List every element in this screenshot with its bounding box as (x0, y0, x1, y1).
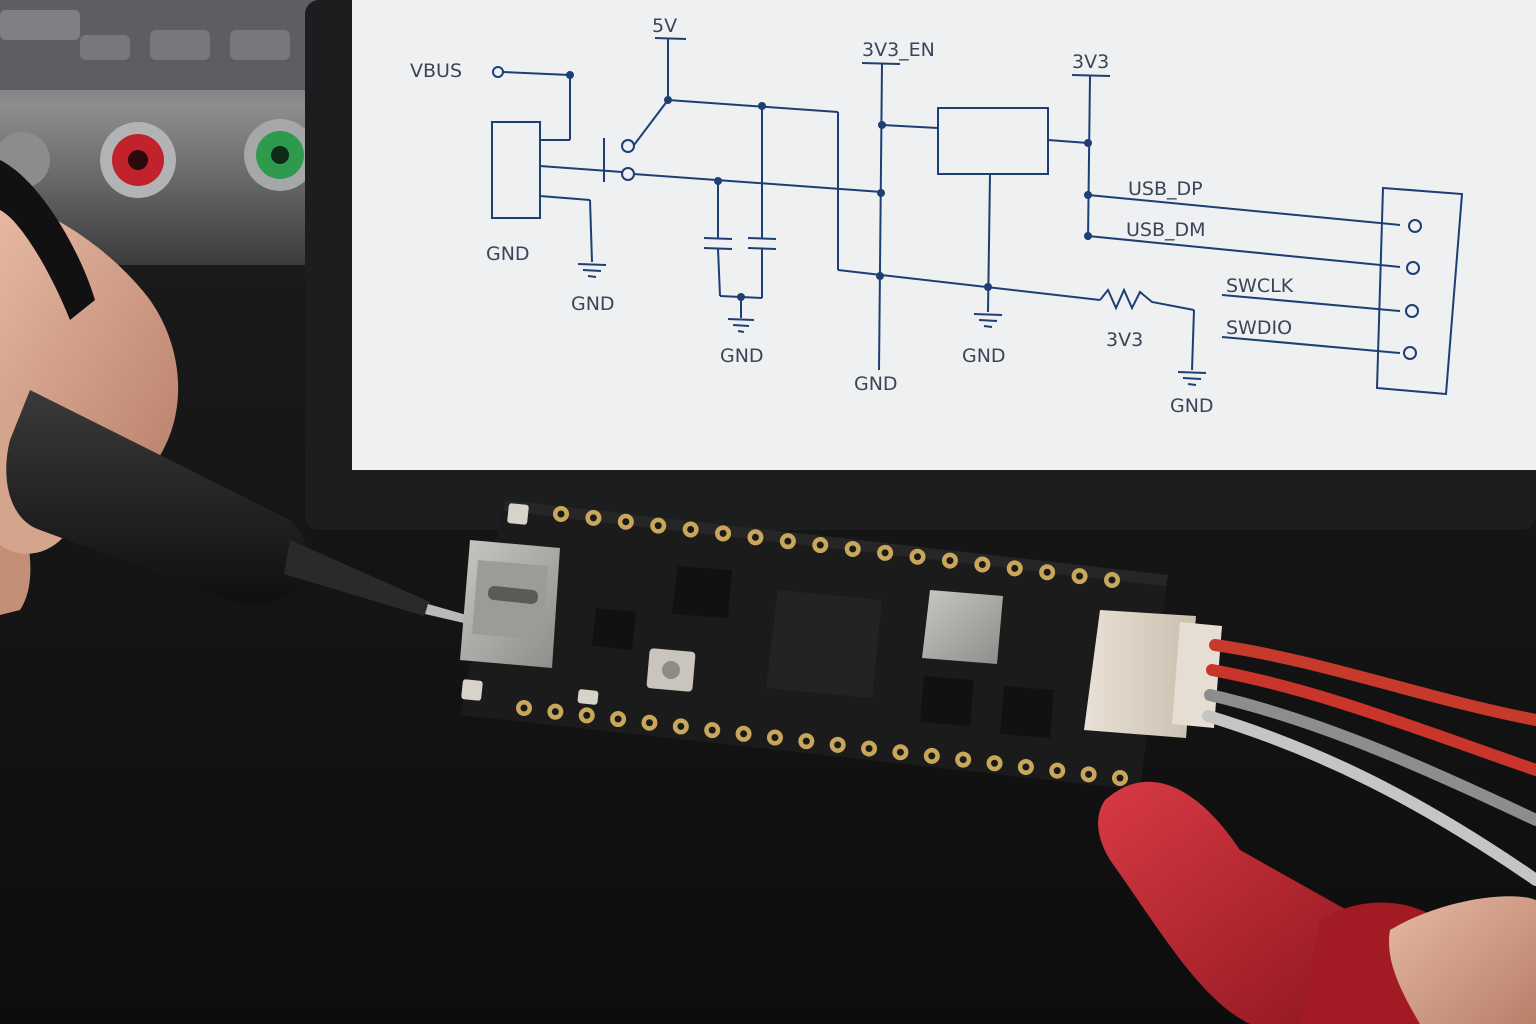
label-usb-dm: USB_DM (1126, 219, 1206, 241)
header-pad-hole (1076, 572, 1084, 580)
header-pad-hole (1108, 576, 1116, 584)
wires (1202, 639, 1536, 886)
header-pad-hole (654, 522, 662, 530)
header-pad-hole (784, 537, 792, 545)
header-pad-hole (914, 553, 922, 561)
label-gnd-3: GND (720, 345, 764, 367)
small-ic-4 (592, 608, 636, 650)
header-pad-hole (1022, 763, 1030, 771)
header-pad-hole (740, 730, 748, 738)
header-pad-hole (896, 748, 904, 756)
header-pad-hole (771, 733, 779, 741)
label-usb-dp: USB_DP (1128, 178, 1203, 200)
label-gnd-6: GND (1170, 395, 1214, 417)
label-3v3: 3V3 (1072, 51, 1109, 73)
microcontroller-board (460, 500, 1168, 790)
monitor (305, 0, 1536, 530)
bench-power-supply (0, 0, 340, 265)
header-pad-hole (589, 514, 597, 522)
header-pad-hole (928, 752, 936, 760)
label-swclk: SWCLK (1226, 275, 1294, 297)
crystal-can (922, 590, 1003, 664)
header-pad-hole (751, 533, 759, 541)
monitor-screen (352, 0, 1536, 470)
header-pad-hole (1116, 774, 1124, 782)
header-pad-hole (719, 529, 727, 537)
small-ic-3 (1000, 686, 1054, 738)
header-pad-hole (622, 518, 630, 526)
schematic-junctions (566, 71, 1092, 301)
header-pad-hole (1011, 564, 1019, 572)
header-pad-hole (687, 526, 695, 534)
header-pad-hole (583, 711, 591, 719)
header-pads (516, 506, 1128, 786)
label-gnd-1: GND (486, 243, 530, 265)
mcu-chip (766, 590, 882, 698)
label-5v: 5V (652, 15, 677, 37)
label-resistor-3v3: 3V3 (1106, 329, 1143, 351)
header-pad-hole (802, 737, 810, 745)
header-pad-hole (1085, 770, 1093, 778)
header-pad-hole (865, 745, 873, 753)
label-vbus: VBUS (410, 60, 462, 82)
header-pad-hole (645, 719, 653, 727)
header-pad-hole (881, 549, 889, 557)
schematic-labels: VBUS 5V 3V3_EN 3V3 USB_DP USB_DM SWCLK S… (410, 15, 1294, 417)
header-pad-hole (614, 715, 622, 723)
header-pad-hole (557, 510, 565, 518)
label-gnd-5: GND (962, 345, 1006, 367)
header-pad-hole (959, 756, 967, 764)
small-ic-1 (672, 566, 732, 618)
header-pad-hole (1043, 568, 1051, 576)
label-swdio: SWDIO (1226, 317, 1292, 339)
right-hand (1389, 896, 1536, 1024)
label-gnd-4: GND (854, 373, 898, 395)
header-pad-hole (551, 708, 559, 716)
header-pad-hole (677, 722, 685, 730)
header-pad-hole (1053, 767, 1061, 775)
black-probe (0, 160, 470, 624)
small-ic-2 (920, 676, 974, 726)
header-pad-hole (816, 541, 824, 549)
header-pad-hole (978, 560, 986, 568)
header-pad-hole (520, 704, 528, 712)
header-pad-hole (849, 545, 857, 553)
jst-connector (1084, 610, 1222, 738)
header-pad-hole (834, 741, 842, 749)
header-pad-hole (708, 726, 716, 734)
header-pad-hole (946, 557, 954, 565)
label-3v3-en: 3V3_EN (862, 39, 935, 61)
label-gnd-2: GND (571, 293, 615, 315)
header-pad-hole (991, 759, 999, 767)
